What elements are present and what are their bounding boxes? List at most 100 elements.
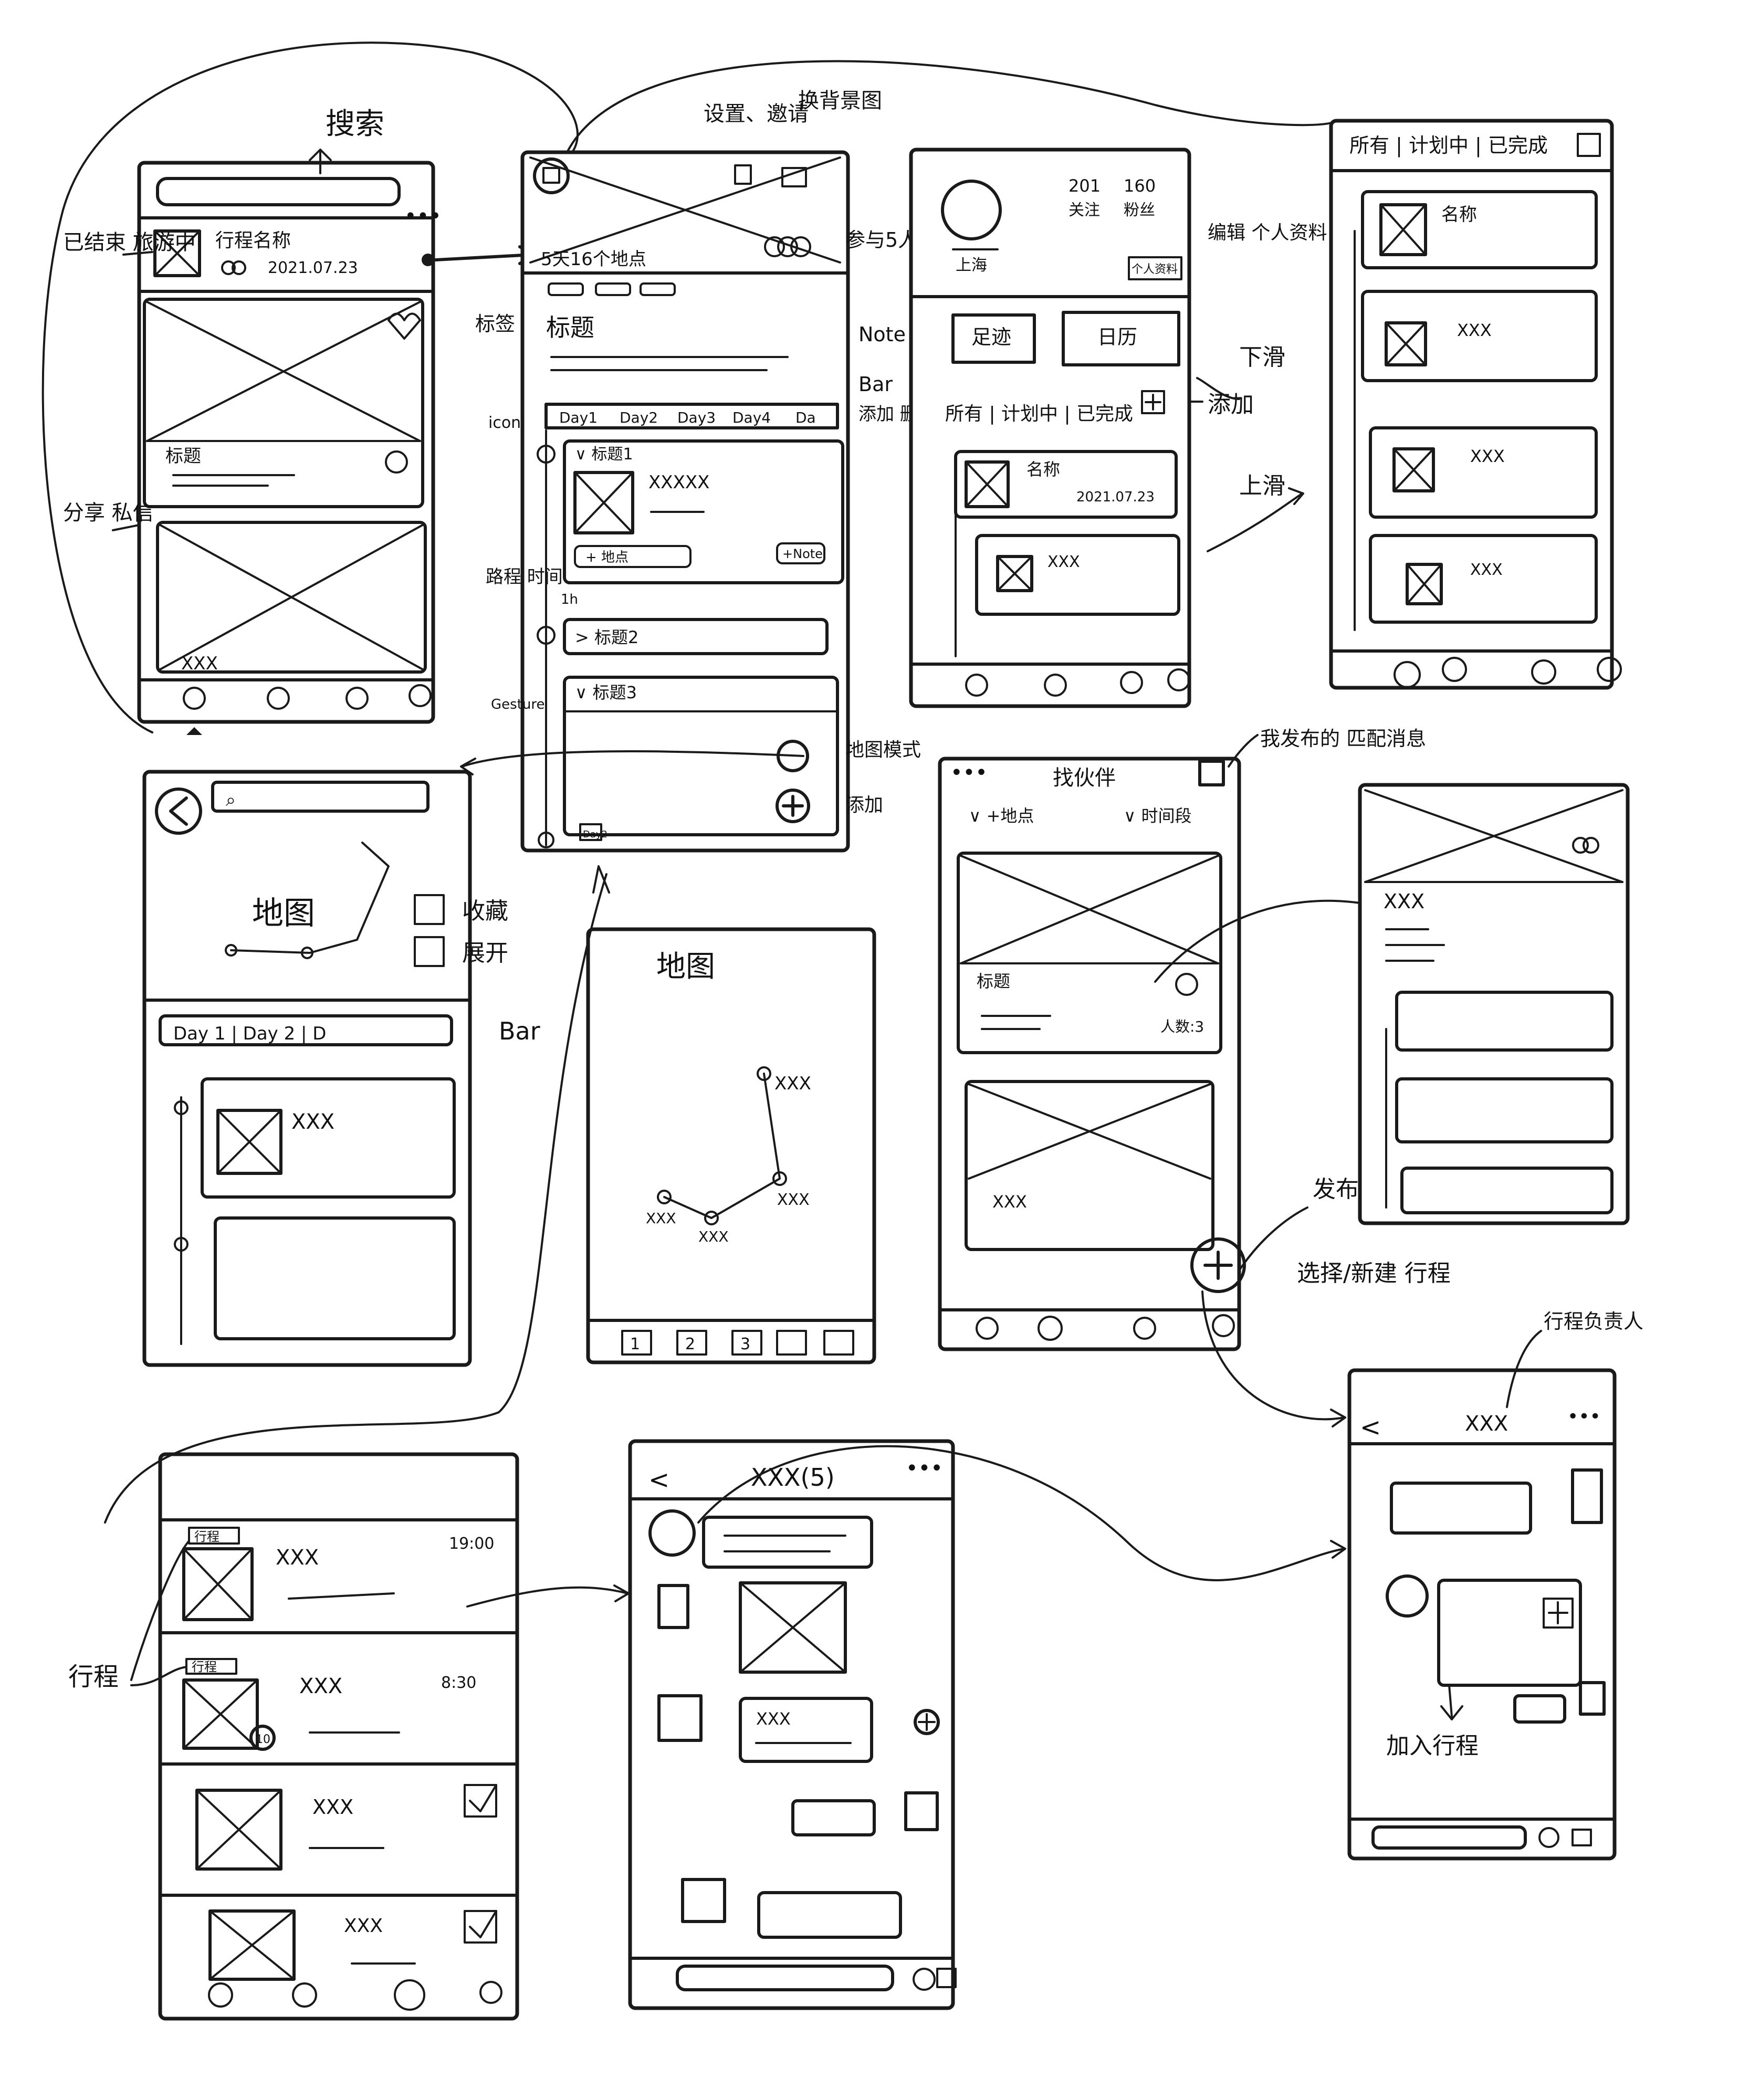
list-item[interactable] xyxy=(1369,426,1598,519)
group-3-title[interactable]: ∨ 标题3 xyxy=(575,682,637,702)
list-item[interactable] xyxy=(1395,1077,1614,1143)
chat-image[interactable] xyxy=(739,1581,847,1674)
emoji-icon[interactable] xyxy=(1538,1827,1559,1848)
select-checkbox[interactable] xyxy=(464,1784,497,1818)
back-avatar-icon[interactable] xyxy=(533,158,570,194)
tab-1-icon[interactable] xyxy=(976,1317,999,1340)
day-tab-5[interactable]: Da xyxy=(795,409,816,426)
map-pin[interactable] xyxy=(772,1171,787,1186)
group-1-title[interactable]: ∨ 标题1 xyxy=(575,445,633,464)
map-pin[interactable] xyxy=(757,1066,771,1081)
tab-home-icon[interactable] xyxy=(965,674,988,697)
avatar[interactable] xyxy=(904,1791,939,1831)
trip-card-1[interactable] xyxy=(954,450,1178,519)
avatar[interactable] xyxy=(1571,1468,1603,1524)
place-card[interactable] xyxy=(201,1077,456,1199)
search-input[interactable] xyxy=(211,781,429,813)
day-tab-4[interactable]: Day4 xyxy=(732,409,771,426)
tab-3-icon[interactable] xyxy=(1120,671,1143,694)
share-icon[interactable] xyxy=(734,164,752,185)
tab-1-icon[interactable] xyxy=(208,1982,233,2008)
tab-2-icon[interactable] xyxy=(1442,657,1467,682)
tab-4-icon[interactable] xyxy=(479,1981,502,2004)
add-day-button[interactable] xyxy=(776,1330,807,1356)
tab-2-icon[interactable] xyxy=(267,687,290,710)
day-tab-3[interactable] xyxy=(731,1330,762,1356)
place-card[interactable] xyxy=(214,1216,456,1340)
tag-chip[interactable] xyxy=(640,282,676,296)
add-fab[interactable] xyxy=(776,789,810,823)
tab-4-icon[interactable] xyxy=(1212,1314,1235,1337)
tab-4-icon[interactable] xyxy=(408,684,432,707)
group-2-title[interactable]: > 标题2 xyxy=(575,627,638,647)
list-item[interactable] xyxy=(1400,1167,1614,1214)
day-tab-3[interactable]: Day3 xyxy=(677,409,716,426)
trip-share-bubble[interactable] xyxy=(739,1697,873,1763)
more-icon[interactable]: ••• xyxy=(1567,1406,1601,1427)
footer-day-tag[interactable] xyxy=(579,823,602,841)
send-icon[interactable] xyxy=(936,1968,957,1988)
avatar[interactable] xyxy=(1579,1681,1606,1716)
heart-icon[interactable] xyxy=(387,312,421,340)
footprint-tab[interactable] xyxy=(951,313,1036,364)
tab-home-icon[interactable] xyxy=(183,687,206,710)
add-place-button[interactable] xyxy=(574,545,692,568)
time-filter[interactable]: ∨ 时间段 xyxy=(1124,806,1192,826)
tab-3-icon[interactable] xyxy=(1531,659,1556,685)
message-input[interactable] xyxy=(676,1965,894,1991)
avatar[interactable] xyxy=(648,1509,696,1557)
back-icon[interactable]: < xyxy=(648,1465,669,1495)
location-filter[interactable]: ∨ +地点 xyxy=(969,806,1034,826)
avatar[interactable] xyxy=(1386,1574,1429,1618)
favorite-button[interactable] xyxy=(414,894,445,925)
trip-card-2[interactable] xyxy=(975,534,1180,616)
tab-1-icon[interactable] xyxy=(1394,661,1421,688)
select-checkbox[interactable] xyxy=(464,1910,497,1944)
tab-3-icon[interactable] xyxy=(1133,1317,1156,1340)
tab-profile-icon[interactable] xyxy=(1167,668,1190,691)
message-input[interactable] xyxy=(1371,1825,1527,1850)
list-item[interactable] xyxy=(1369,534,1598,624)
avatar[interactable] xyxy=(657,1694,703,1742)
avatar[interactable] xyxy=(1175,973,1198,996)
list-item[interactable] xyxy=(1395,991,1614,1052)
add-button[interactable] xyxy=(1577,133,1601,157)
day-bar[interactable] xyxy=(544,403,839,429)
emoji-icon[interactable] xyxy=(913,1968,936,1991)
search-input[interactable] xyxy=(156,177,401,206)
tag-chip[interactable] xyxy=(595,282,631,296)
partner-card-1[interactable] xyxy=(957,852,1222,1054)
filter-row[interactable]: 所有 | 计划中 | 已完成 xyxy=(1349,134,1548,158)
avatar[interactable] xyxy=(681,1878,726,1923)
list-item[interactable] xyxy=(1361,290,1598,382)
day-tab-1[interactable]: Day1 xyxy=(559,409,598,426)
day-bar[interactable] xyxy=(159,1014,453,1046)
group-1-card[interactable] xyxy=(563,439,844,584)
next-button[interactable] xyxy=(823,1330,854,1356)
more-icon[interactable]: ••• xyxy=(950,761,988,785)
partner-card-2[interactable] xyxy=(965,1080,1214,1251)
tab-2-icon[interactable] xyxy=(292,1982,317,2008)
trip-share-bubble[interactable] xyxy=(1437,1579,1582,1687)
tag-chip[interactable] xyxy=(548,282,584,296)
add-note-button[interactable] xyxy=(776,542,825,564)
tab-2-icon[interactable] xyxy=(1044,674,1067,697)
feed-card-1[interactable] xyxy=(143,298,424,508)
calendar-tab[interactable] xyxy=(1062,311,1180,366)
add-trip-button[interactable] xyxy=(1543,1598,1574,1629)
expand-button[interactable] xyxy=(414,936,445,967)
more-icon[interactable]: ••• xyxy=(404,204,442,228)
day-tab-2[interactable] xyxy=(676,1330,707,1356)
day-tab-1[interactable] xyxy=(621,1330,652,1356)
filter-row[interactable]: 所有 | 计划中 | 已完成 xyxy=(945,403,1133,425)
list-item[interactable] xyxy=(1361,190,1598,269)
map-mode-button[interactable] xyxy=(777,740,809,772)
tab-4-icon[interactable] xyxy=(1597,657,1622,682)
add-trip-button[interactable] xyxy=(914,1709,940,1735)
edit-profile-button[interactable] xyxy=(1128,256,1182,280)
image-icon[interactable] xyxy=(781,167,807,187)
add-button[interactable] xyxy=(1141,390,1165,414)
avatar[interactable] xyxy=(657,1584,689,1629)
tab-3-icon[interactable] xyxy=(394,1979,425,2011)
group-3-card[interactable] xyxy=(563,676,839,836)
